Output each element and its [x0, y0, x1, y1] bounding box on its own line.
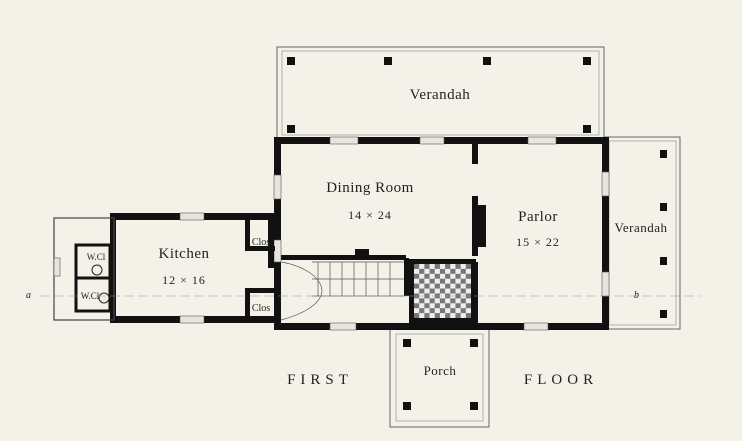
verandah-post: [287, 57, 295, 65]
porch-label: Porch: [424, 363, 457, 378]
checker-tile: [450, 278, 456, 284]
checker-tile: [455, 283, 461, 289]
checker-tile: [439, 278, 446, 284]
checker-tile: [455, 273, 461, 279]
checker-tile: [414, 264, 420, 269]
marker-b: b: [634, 290, 639, 301]
porch-outline: [389, 328, 490, 428]
checker-tile: [439, 268, 446, 274]
verandah-post: [660, 150, 667, 158]
dining-room-label: Dining Room: [326, 180, 414, 196]
checker-tile: [414, 283, 420, 289]
checker-tile: [450, 308, 456, 314]
checker-tile: [434, 313, 440, 318]
toilet-icon: [91, 264, 103, 276]
checker-tile: [450, 298, 456, 304]
checker-tile: [429, 278, 435, 284]
kitchen-dims: 12 × 16: [162, 273, 206, 287]
verandah-top-label: Verandah: [410, 87, 471, 103]
verandah-right-label: Verandah: [614, 220, 667, 235]
verandah-post: [660, 257, 667, 265]
checker-tile: [419, 288, 425, 294]
kitchen-label: Kitchen: [159, 246, 210, 262]
checker-tile: [424, 313, 430, 318]
checker-tile: [460, 288, 466, 294]
checker-tile: [450, 268, 456, 274]
checker-tile: [414, 303, 420, 309]
porch-post: [470, 339, 478, 347]
checker-tile: [455, 303, 461, 309]
checker-tile: [450, 288, 456, 294]
toilet-icon: [98, 292, 110, 304]
checker-tile: [455, 313, 461, 318]
checker-tile: [414, 313, 420, 318]
caption-first: FIRST: [287, 372, 353, 388]
caption-floor: FLOOR: [524, 372, 598, 388]
verandah-post: [583, 125, 591, 133]
wc-annex: [53, 217, 115, 321]
closet-lower-label: Clos: [252, 303, 270, 314]
checker-tile: [445, 303, 451, 309]
checker-tile: [419, 298, 425, 304]
checker-tile: [434, 283, 440, 289]
checker-tile: [465, 283, 471, 289]
checker-tile: [465, 303, 471, 309]
checker-tile: [434, 303, 440, 309]
porch-post: [470, 402, 478, 410]
checker-tile: [439, 298, 446, 304]
parlor-label: Parlor: [518, 209, 558, 225]
checker-tile: [419, 268, 425, 274]
checker-tile: [465, 273, 471, 279]
checker-tile: [455, 264, 461, 269]
checker-tile: [419, 308, 425, 314]
checker-tile: [445, 313, 451, 318]
checker-tile: [434, 273, 440, 279]
checker-tile: [445, 273, 451, 279]
verandah-post: [483, 57, 491, 65]
porch-post: [403, 402, 411, 410]
checker-tile: [424, 273, 430, 279]
checker-tile: [424, 283, 430, 289]
kitchen-windows: [179, 212, 205, 324]
hall-checker-floor: [409, 259, 476, 323]
checker-tile: [429, 268, 435, 274]
checker-tile: [429, 308, 435, 314]
checker-tile: [419, 278, 425, 284]
verandah-post: [660, 310, 667, 318]
checker-tile: [414, 293, 420, 299]
verandah-post: [287, 125, 295, 133]
checker-tile: [439, 308, 446, 314]
checker-tile: [460, 298, 466, 304]
checker-tile: [460, 308, 466, 314]
checker-tile: [424, 264, 430, 269]
checker-tile: [445, 264, 451, 269]
checker-tile: [434, 264, 440, 269]
closet-upper-label: Clos: [252, 237, 270, 248]
windows: [273, 136, 610, 331]
checker-tile: [424, 303, 430, 309]
checker-tile: [465, 313, 471, 318]
verandah-post: [583, 57, 591, 65]
checker-tile: [465, 264, 471, 269]
staircase: [280, 261, 404, 321]
verandah-post: [384, 57, 392, 65]
verandah-post: [660, 203, 667, 211]
wc-lower-label: W.Cl: [81, 291, 100, 301]
checker-tile: [460, 278, 466, 284]
parlor-dims: 15 × 22: [516, 235, 560, 249]
porch-post: [403, 339, 411, 347]
checker-tile: [445, 283, 451, 289]
wc-upper-label: W.Cl: [87, 252, 106, 262]
checker-tile: [429, 298, 435, 304]
checker-tile: [429, 288, 435, 294]
checker-tile: [460, 268, 466, 274]
checker-tile: [455, 293, 461, 299]
checker-tile: [439, 288, 446, 294]
dining-room-dims: 14 × 24: [348, 208, 392, 222]
checker-tile: [414, 273, 420, 279]
marker-a: a: [26, 290, 31, 301]
